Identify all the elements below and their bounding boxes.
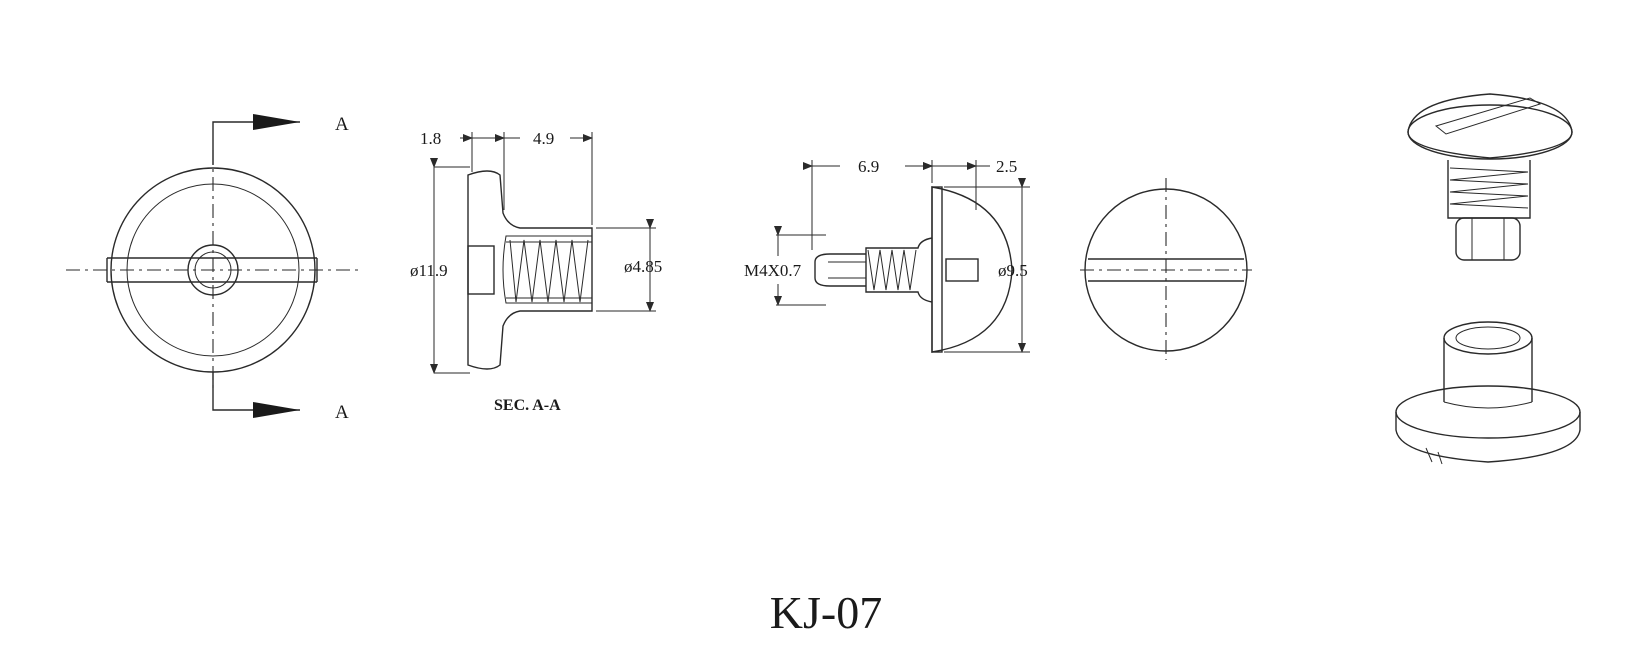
screw-side-view	[774, 160, 1030, 353]
section-arrow-label-top: A	[335, 114, 349, 135]
dim-head-thickness: 1.8	[420, 129, 441, 148]
screw-head-top-view	[1080, 178, 1252, 360]
dim-thread-spec: M4X0.7	[744, 261, 802, 280]
dim-screw-length: 6.9	[858, 157, 879, 176]
barrel-3d-illustration	[1395, 321, 1581, 465]
section-label: SEC. A-A	[494, 397, 561, 414]
dim-post-length: 4.9	[533, 129, 554, 148]
dim-screw-head-height: 2.5	[996, 157, 1017, 176]
part-number-title: KJ-07	[770, 587, 882, 638]
female-front-view	[66, 114, 360, 418]
dim-screw-head-diameter: ø9.5	[998, 261, 1028, 280]
screw-3d-illustration	[1407, 93, 1573, 261]
section-arrow-label-bottom: A	[335, 402, 349, 423]
dim-flange-diameter: ø11.9	[410, 261, 448, 280]
dim-bore-diameter: ø4.85	[624, 257, 662, 276]
female-section-view	[430, 132, 656, 374]
